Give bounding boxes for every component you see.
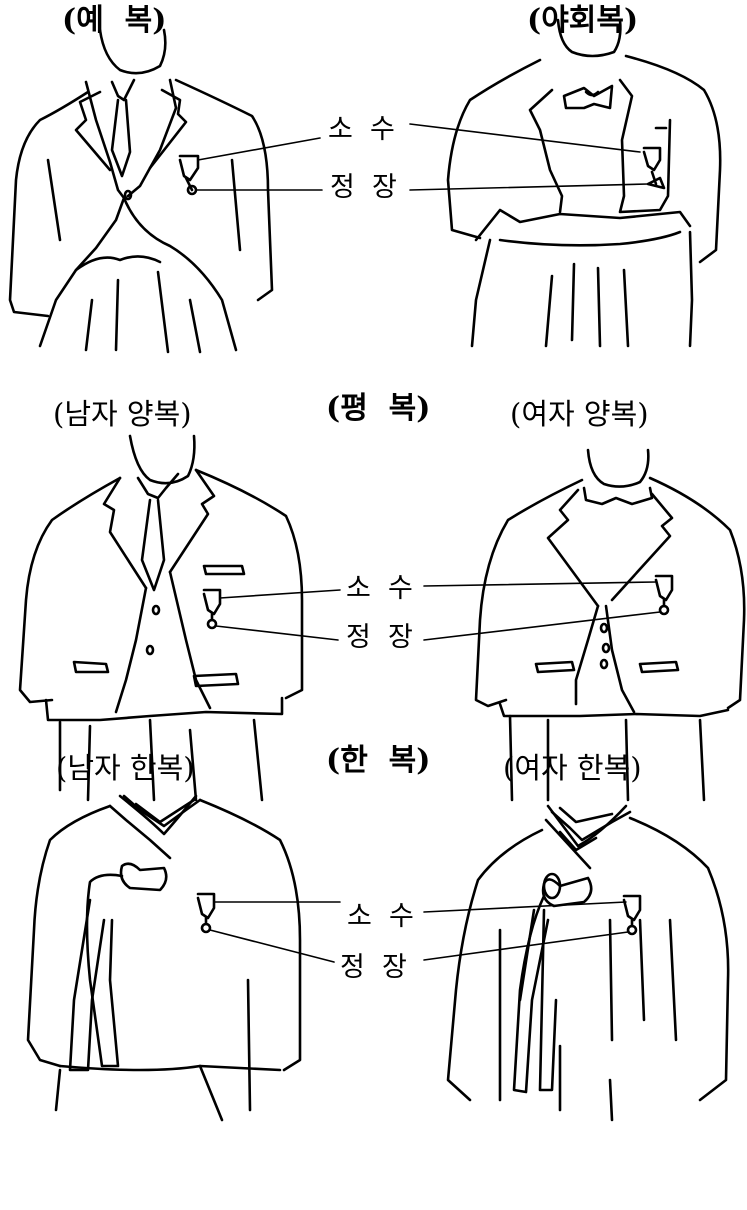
callout-label-badge: 정 장 — [330, 172, 397, 203]
mens-hanbok-figure — [26, 794, 341, 1122]
title-business-wear: (평 복) — [326, 391, 431, 426]
title-mens-suit: (남자 양복) — [53, 397, 192, 431]
evening-dress-figure — [409, 18, 722, 348]
callout-label-badge: 정 장 — [340, 952, 407, 983]
callout-label-medal: 소 수 — [347, 901, 414, 932]
mens-suit-figure — [18, 434, 341, 802]
tailcoat-figure — [8, 28, 323, 354]
womens-hanbok-figure — [423, 804, 730, 1122]
title-hanbok: (한 복) — [326, 743, 431, 778]
title-womens-suit: (여자 양복) — [510, 397, 649, 431]
womens-suit-figure — [423, 448, 746, 802]
title-womens-hanbok: (여자 한복) — [503, 751, 642, 785]
callout-label-medal: 소 수 — [328, 114, 395, 145]
callout-label-badge: 정 장 — [346, 622, 413, 653]
callout-label-medal: 소 수 — [346, 573, 413, 604]
title-tailcoat: (예 복) — [62, 3, 167, 38]
